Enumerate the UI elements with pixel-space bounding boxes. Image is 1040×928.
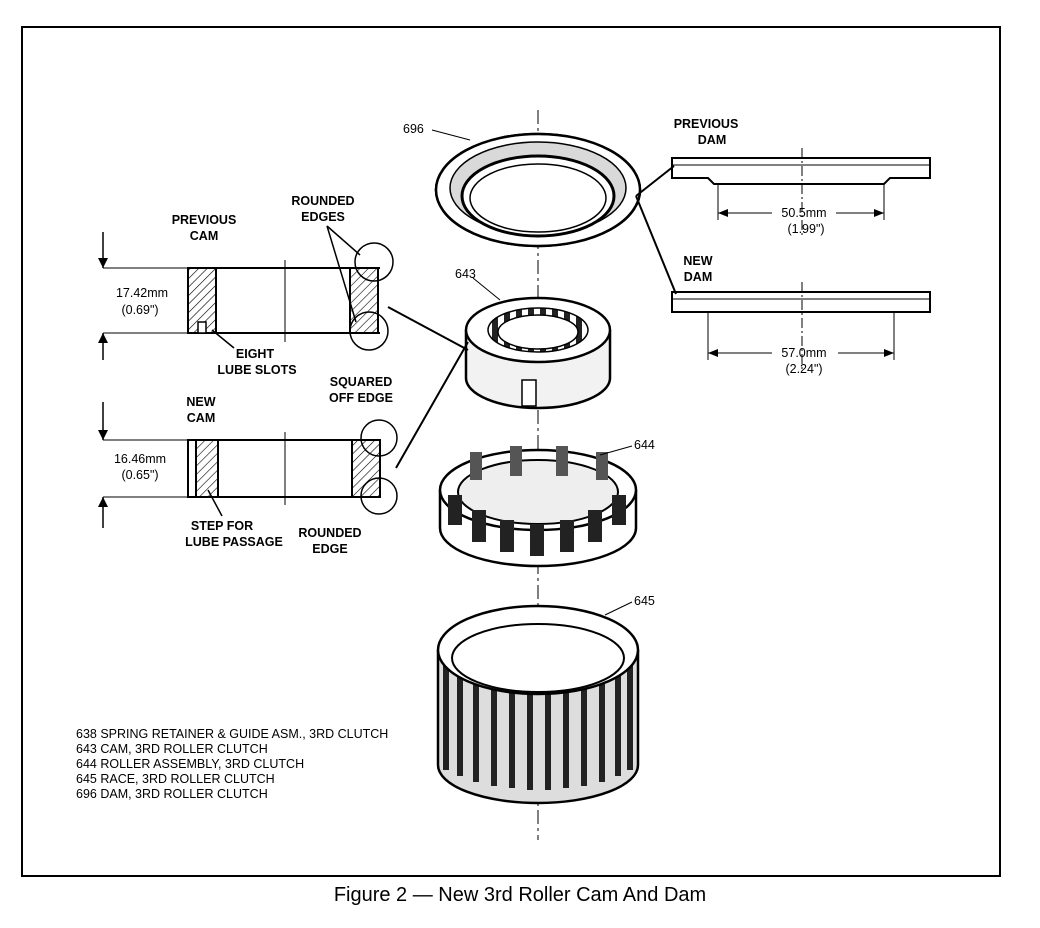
squared-edge-circle <box>360 419 398 457</box>
cam-643-drawing <box>464 296 612 410</box>
rounded-edges-label-line2: EDGES <box>301 210 345 224</box>
previous-cam-label-line1: PREVIOUS <box>172 213 237 227</box>
connector-new-dam <box>635 195 677 295</box>
rounded-edges-label-line1: ROUNDED <box>291 194 354 208</box>
previous-cam-dimension-in: (0.69") <box>121 303 158 317</box>
previous-cam-label-line2: CAM <box>190 229 218 243</box>
previous-dam-dimension-in: (1.99") <box>787 222 824 236</box>
connector-previous-dam <box>635 165 675 197</box>
new-cam-dimension-mm: 16.46mm <box>114 452 166 466</box>
rounded-edge-circle-new <box>360 477 398 515</box>
callout-643: 643 <box>455 267 476 281</box>
connector-previous-cam <box>387 306 469 351</box>
callout-644: 644 <box>634 438 655 452</box>
legend-item: 644 ROLLER ASSEMBLY, 3RD CLUTCH <box>76 757 304 771</box>
step-for-lube-label-line1: STEP FOR <box>191 519 253 533</box>
rounded-edge-label-line2: EDGE <box>312 542 347 556</box>
previous-dam-dimension-mm: 50.5mm <box>781 206 826 220</box>
rounded-edge-label-line1: ROUNDED <box>298 526 361 540</box>
legend-item: 638 SPRING RETAINER & GUIDE ASM., 3RD CL… <box>76 727 388 741</box>
previous-cam-section <box>187 242 394 351</box>
roller-assembly-644-drawing <box>438 446 638 568</box>
callout-645: 645 <box>634 594 655 608</box>
new-dam-dimension-mm: 57.0mm <box>781 346 826 360</box>
previous-dam-label-line1: PREVIOUS <box>674 117 739 131</box>
new-cam-label-line1: NEW <box>186 395 215 409</box>
step-for-lube-label-line2: LUBE PASSAGE <box>185 535 283 549</box>
rounded-edge-circle-top <box>354 242 394 282</box>
parts-legend: 638 SPRING RETAINER & GUIDE ASM., 3RD CL… <box>76 727 388 801</box>
eight-lube-slots-label-line2: LUBE SLOTS <box>217 363 296 377</box>
callout-696: 696 <box>403 122 424 136</box>
callout-leader-644 <box>599 445 633 456</box>
callout-leader-643 <box>472 277 501 301</box>
callout-leader-645 <box>604 601 633 616</box>
previous-dam-label-line2: DAM <box>698 133 726 147</box>
new-cam-dimension-in: (0.65") <box>121 468 158 482</box>
callout-leader-696 <box>431 129 471 141</box>
new-dam-section <box>671 282 931 370</box>
previous-dam-section <box>671 148 931 238</box>
new-cam-label-line2: CAM <box>187 411 215 425</box>
connector-new-cam <box>395 341 469 469</box>
legend-item: 696 DAM, 3RD ROLLER CLUTCH <box>76 787 268 801</box>
rounded-edge-circle-bottom <box>349 311 389 351</box>
new-cam-section <box>187 419 398 515</box>
dam-696-drawing <box>434 132 642 248</box>
new-dam-label-line2: DAM <box>684 270 712 284</box>
new-dam-dimension-in: (2.24") <box>785 362 822 376</box>
legend-item: 643 CAM, 3RD ROLLER CLUTCH <box>76 742 268 756</box>
figure-caption: Figure 2 — New 3rd Roller Cam And Dam <box>333 884 707 906</box>
squared-off-edge-label-line1: SQUARED <box>330 375 393 389</box>
squared-off-edge-label-line2: OFF EDGE <box>329 391 393 405</box>
figure-frame <box>21 26 1001 877</box>
new-dam-label-line1: NEW <box>683 254 712 268</box>
race-645-drawing <box>436 604 640 805</box>
previous-cam-dimension-mm: 17.42mm <box>116 286 168 300</box>
eight-lube-slots-label-line1: EIGHT <box>236 347 275 361</box>
legend-item: 645 RACE, 3RD ROLLER CLUTCH <box>76 772 275 786</box>
